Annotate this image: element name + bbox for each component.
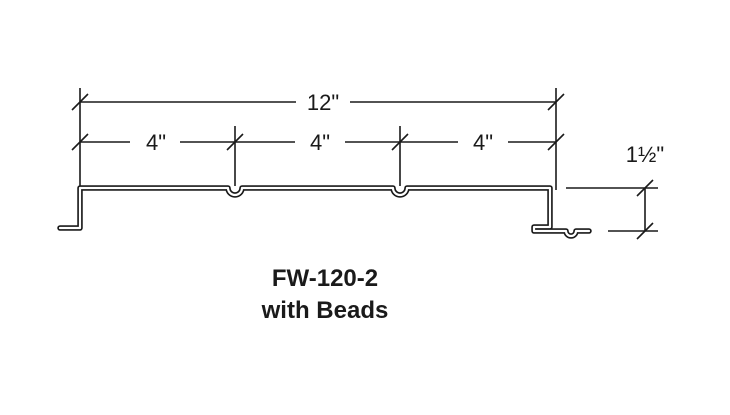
panel-profile <box>57 185 592 239</box>
segment-2-label: 4" <box>310 130 330 155</box>
height-dimension: 1½" <box>566 142 664 240</box>
height-label: 1½" <box>626 142 664 167</box>
overall-dimension: 12" <box>71 90 565 115</box>
extension-lines <box>79 88 557 190</box>
product-description: with Beads <box>261 297 389 324</box>
segment-1-label: 4" <box>146 130 166 155</box>
segment-3-label: 4" <box>473 130 493 155</box>
segment-dimensions: 4" 4" 4" <box>71 130 565 155</box>
overall-width-label: 12" <box>307 90 339 115</box>
product-code: FW-120-2 <box>272 265 378 292</box>
